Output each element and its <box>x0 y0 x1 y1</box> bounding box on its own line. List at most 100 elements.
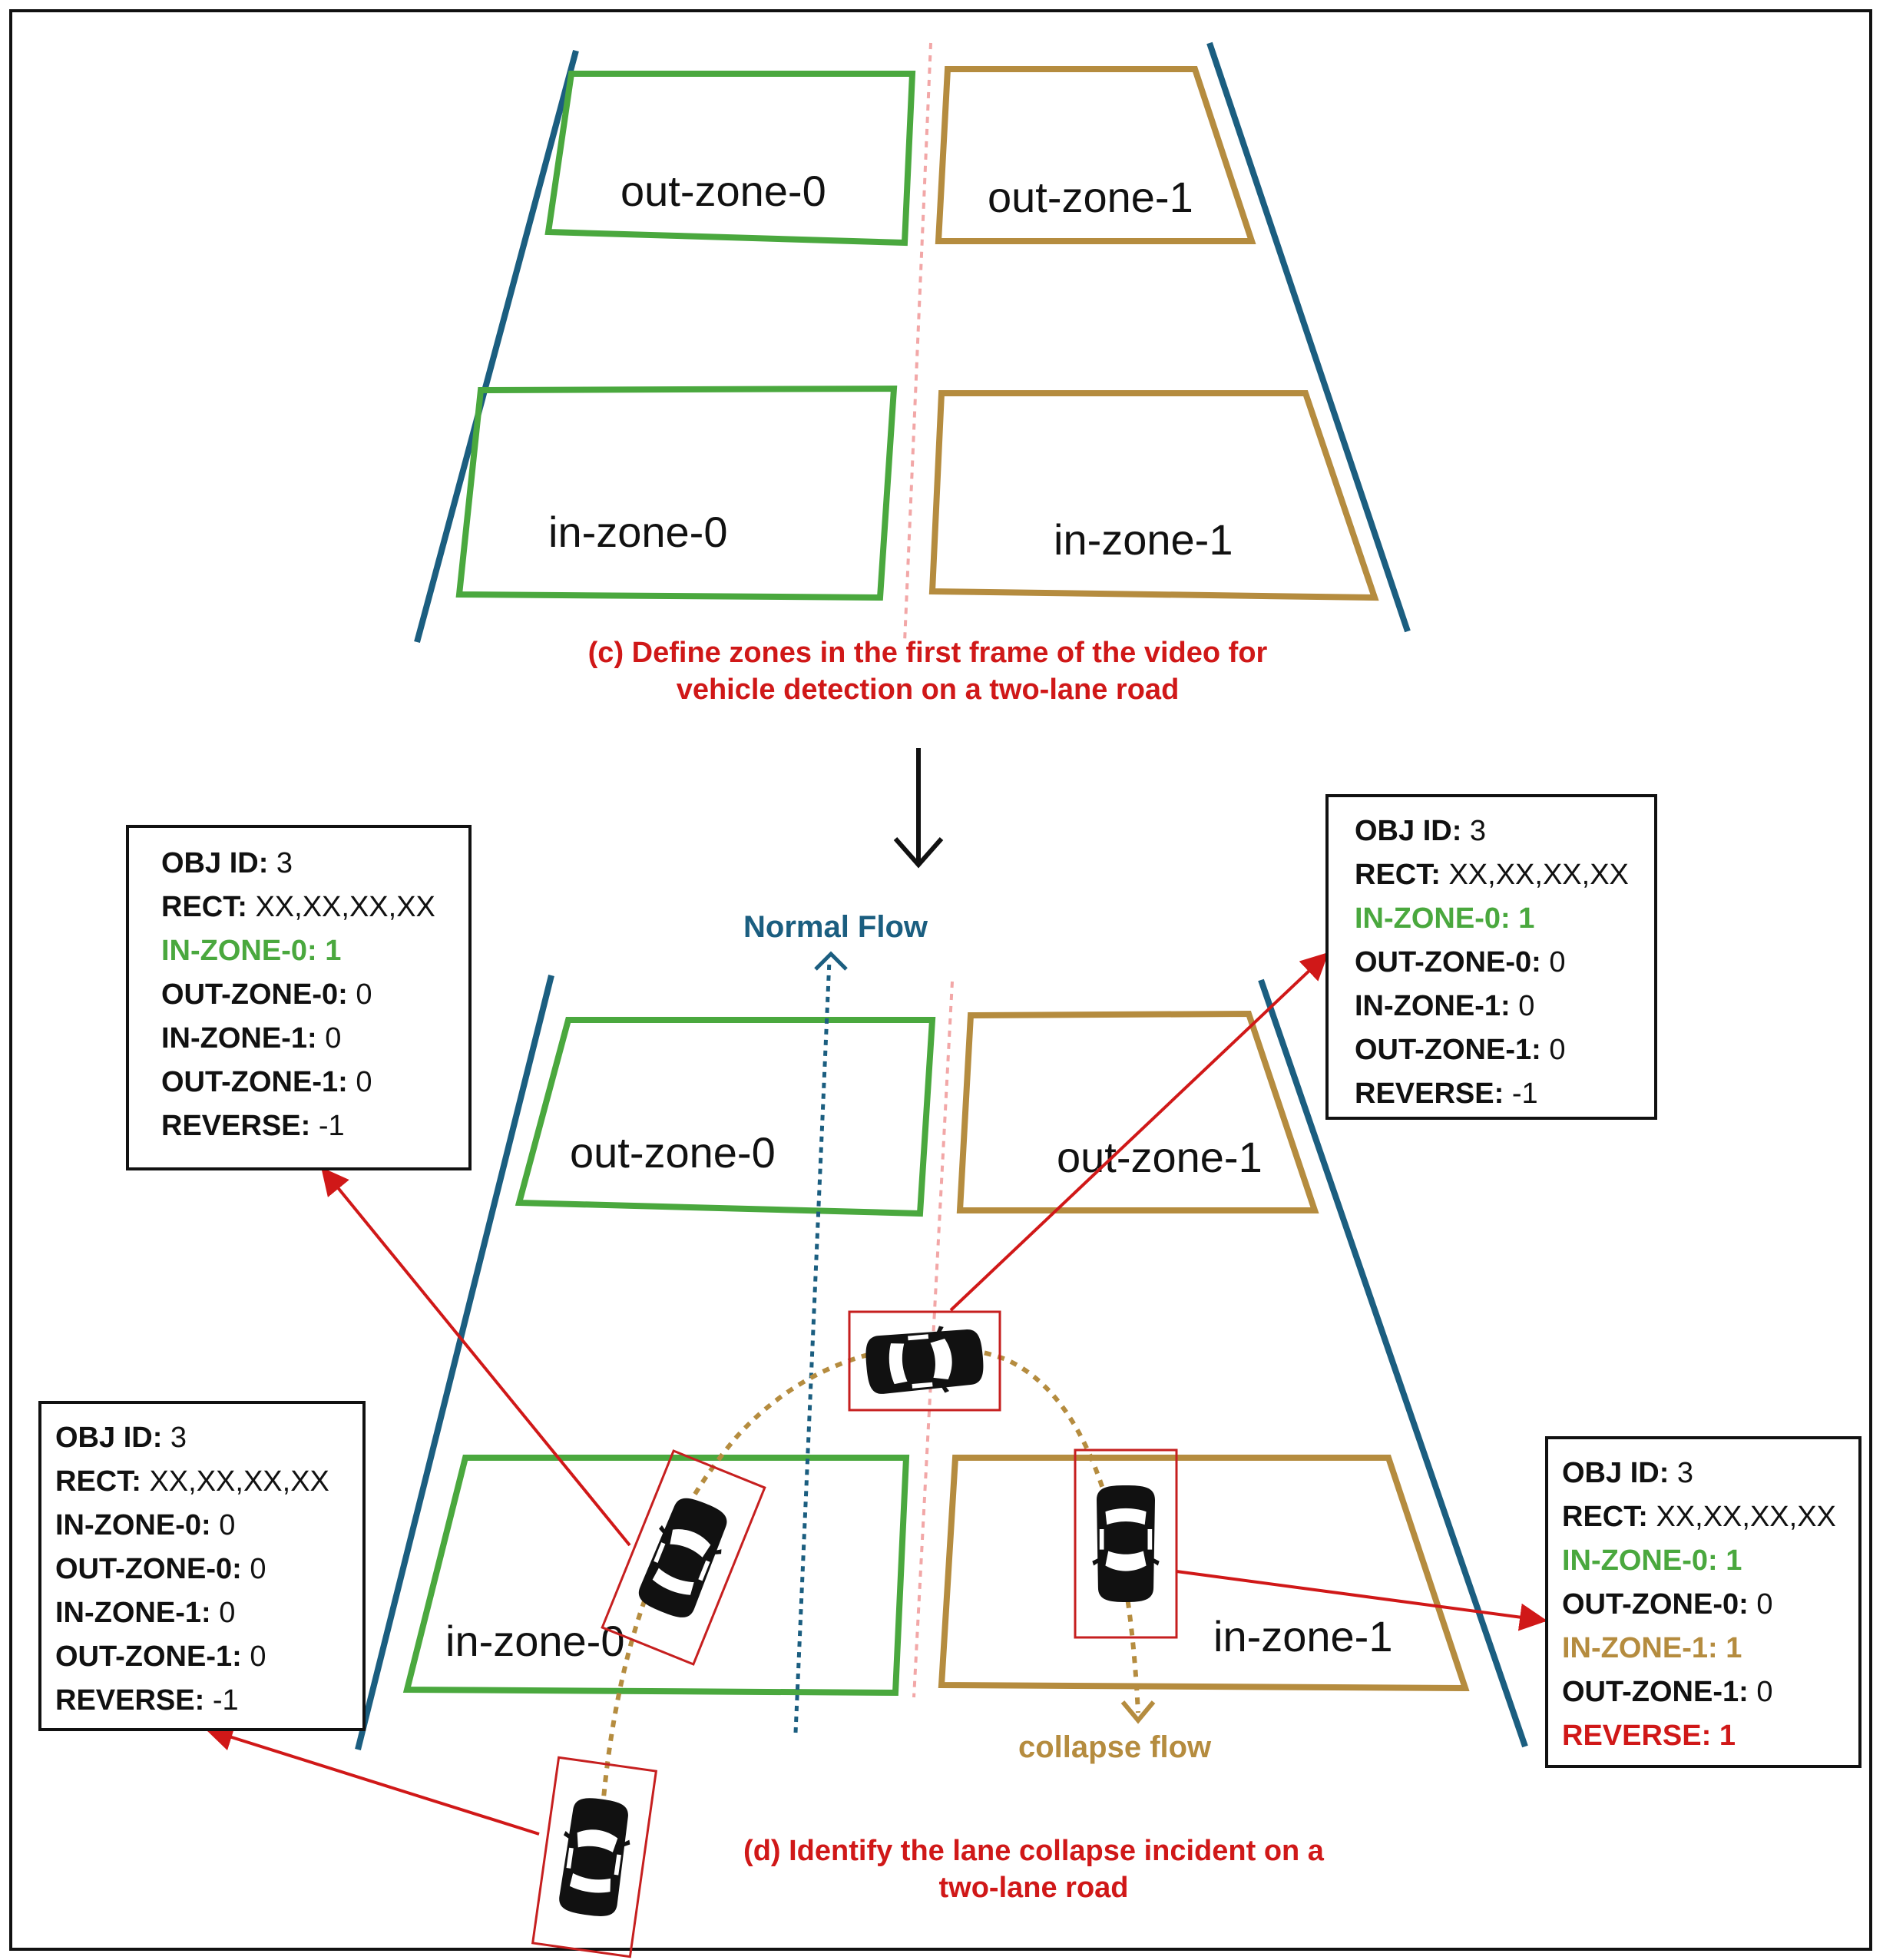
pointer-top-right <box>949 952 1329 1312</box>
figure-frame <box>9 9 1872 1951</box>
collapse-flow-arrowhead <box>1120 1700 1156 1724</box>
info-key: OUT-ZONE-1: <box>161 1066 348 1098</box>
info-key: OBJ ID: <box>1355 815 1462 847</box>
info-value: 0 <box>347 1066 372 1098</box>
info-value: 0 <box>1540 1034 1566 1066</box>
info-row: RECT: XX,XX,XX,XX <box>1355 853 1654 897</box>
in-zone-0-label: in-zone-0 <box>548 508 727 556</box>
info-key: REVERSE: <box>55 1684 205 1717</box>
info-value: 0 <box>210 1597 236 1629</box>
out-zone-0-label: out-zone-0 <box>620 167 826 215</box>
info-value: 1 <box>1717 1632 1742 1664</box>
out-zone-0-area <box>544 71 916 247</box>
info-value: XX,XX,XX,XX <box>1440 859 1629 891</box>
info-key: REVERSE: <box>161 1110 311 1142</box>
info-value: 0 <box>241 1553 266 1585</box>
info-key: IN-ZONE-1: <box>55 1597 211 1629</box>
info-row: OUT-ZONE-0: 0 <box>55 1548 362 1591</box>
info-key: IN-ZONE-0: <box>161 935 317 967</box>
vehicle-bottom <box>531 1756 658 1958</box>
info-row: RECT: XX,XX,XX,XX <box>55 1460 362 1504</box>
info-value: 3 <box>268 847 293 879</box>
info-key: IN-ZONE-0: <box>1355 902 1511 935</box>
info-key: OUT-ZONE-0: <box>1562 1588 1749 1621</box>
caption-d-line1: (d) Identify the lane collapse incident … <box>743 1835 1325 1867</box>
info-row: OUT-ZONE-1: 0 <box>1355 1028 1654 1072</box>
detection-rect <box>601 1449 766 1666</box>
in-zone-1-label: in-zone-1 <box>1213 1612 1392 1660</box>
info-row: IN-ZONE-1: 0 <box>1355 985 1654 1028</box>
info-key: OBJ ID: <box>161 847 269 879</box>
info-row: IN-ZONE-1: 0 <box>55 1591 362 1635</box>
info-value: XX,XX,XX,XX <box>1647 1501 1836 1533</box>
info-row: OUT-ZONE-0: 0 <box>1562 1583 1858 1627</box>
info-value: 0 <box>1748 1676 1773 1708</box>
car-icon <box>1092 1485 1160 1602</box>
info-value: 1 <box>1711 1720 1736 1752</box>
road-edge-right <box>1258 978 1528 1748</box>
info-row: RECT: XX,XX,XX,XX <box>161 886 468 929</box>
info-value: 0 <box>316 1022 342 1054</box>
info-row: IN-ZONE-0: 1 <box>161 929 468 973</box>
collapse-flow-label: collapse flow <box>1018 1730 1212 1764</box>
info-row: REVERSE: -1 <box>55 1679 362 1723</box>
info-row: OBJ ID: 3 <box>55 1416 362 1460</box>
info-row: OUT-ZONE-1: 0 <box>1562 1670 1858 1714</box>
info-value: 1 <box>316 935 342 967</box>
info-value: -1 <box>204 1684 239 1717</box>
normal-flow-label: Normal Flow <box>743 910 928 944</box>
info-key: RECT: <box>1562 1501 1648 1533</box>
out-zone-1-area <box>935 66 1256 244</box>
down-arrow-icon <box>893 748 944 869</box>
in-zone-1-label: in-zone-1 <box>1054 515 1233 564</box>
info-row: OBJ ID: 3 <box>1355 809 1654 853</box>
info-value: 0 <box>210 1509 236 1541</box>
info-key: IN-ZONE-0: <box>55 1509 211 1541</box>
info-value: 3 <box>1461 815 1487 847</box>
info-row: OUT-ZONE-0: 0 <box>1355 941 1654 985</box>
info-row: REVERSE: -1 <box>1355 1072 1654 1116</box>
detection-rect <box>848 1310 1001 1412</box>
info-value: 3 <box>162 1422 187 1454</box>
info-key: REVERSE: <box>1562 1720 1712 1752</box>
car-icon <box>863 1322 986 1400</box>
panel-c: out-zone-0 out-zone-1 in-zone-0 in-zone-… <box>414 41 1411 706</box>
info-row: OBJ ID: 3 <box>161 842 468 886</box>
info-key: OUT-ZONE-0: <box>1355 946 1541 978</box>
info-value: 3 <box>1669 1457 1694 1489</box>
car-icon <box>553 1794 636 1920</box>
info-row: OUT-ZONE-1: 0 <box>55 1635 362 1679</box>
info-row: IN-ZONE-0: 1 <box>1355 897 1654 941</box>
info-key: IN-ZONE-1: <box>1355 990 1511 1022</box>
info-value: XX,XX,XX,XX <box>141 1465 329 1498</box>
info-value: -1 <box>1504 1078 1538 1110</box>
info-value: 0 <box>241 1641 266 1673</box>
info-row: OUT-ZONE-1: 0 <box>161 1061 468 1104</box>
in-zone-1-area <box>928 390 1379 601</box>
out-zone-1-label: out-zone-1 <box>988 173 1193 221</box>
info-key: OUT-ZONE-1: <box>1562 1676 1749 1708</box>
info-row: OUT-ZONE-0: 0 <box>161 973 468 1017</box>
info-key: OUT-ZONE-1: <box>55 1641 242 1673</box>
out-zone-0-label: out-zone-0 <box>570 1128 776 1177</box>
car-icon <box>630 1491 736 1624</box>
info-row: REVERSE: -1 <box>161 1104 468 1148</box>
road-edge-left <box>355 975 554 1750</box>
info-key: OBJ ID: <box>55 1422 163 1454</box>
info-value: -1 <box>310 1110 345 1142</box>
normal-flow-arrow <box>793 951 848 1733</box>
info-row: IN-ZONE-1: 0 <box>161 1017 468 1061</box>
out-zone-1-label: out-zone-1 <box>1057 1133 1263 1181</box>
detection-rect <box>1074 1448 1178 1639</box>
info-key: RECT: <box>161 891 247 923</box>
vehicle-crossing <box>848 1310 1001 1412</box>
in-zone-0-area <box>455 385 898 601</box>
panel-d: out-zone-0 out-zone-1 in-zone-0 in-zone-… <box>205 910 1547 1958</box>
info-value: 0 <box>347 978 372 1011</box>
pointer-bottom-left <box>205 1723 540 1836</box>
info-value: 0 <box>1540 946 1566 978</box>
road-edge-left <box>414 49 579 644</box>
